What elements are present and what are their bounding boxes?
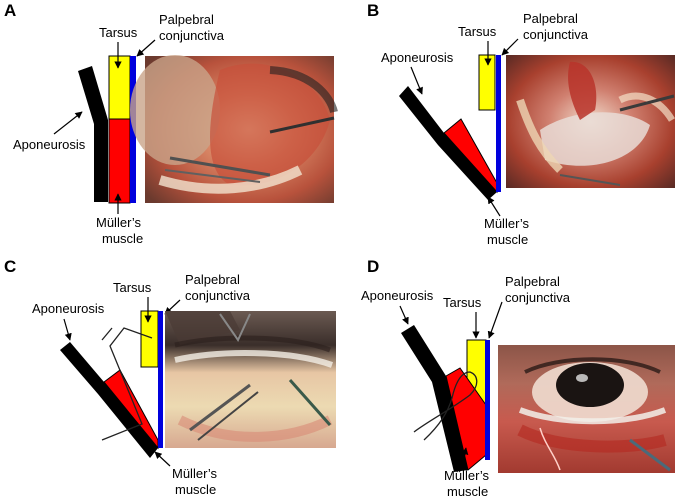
tarsus-label: Tarsus — [99, 25, 138, 40]
muller-label-line2: muscle — [102, 231, 143, 246]
conjunctiva-label-line1: Palpebral — [505, 274, 560, 289]
aponeurosis-label: Aponeurosis — [13, 137, 86, 152]
muller-label-line1: Müller’s — [172, 466, 218, 481]
muller-muscle-block — [108, 118, 131, 204]
conjunctiva-strip — [158, 311, 163, 448]
aponeurosis-shape — [78, 66, 108, 202]
panel-letter: B — [367, 1, 379, 20]
conjunctiva-label-line2: conjunctiva — [505, 290, 571, 305]
panel-letter: C — [4, 257, 16, 276]
tarsus-block — [140, 310, 159, 368]
conjunctiva-label-line2: conjunctiva — [523, 27, 589, 42]
conjunctiva-strip — [496, 55, 501, 192]
eyelid-diagram — [60, 310, 163, 458]
eyelid-diagram — [401, 325, 490, 472]
aponeurosis-shape — [399, 86, 497, 200]
panel-letter: A — [4, 1, 16, 20]
tarsus-label: Tarsus — [443, 295, 482, 310]
muller-label-line1: Müller’s — [96, 215, 142, 230]
aponeurosis-label: Aponeurosis — [381, 50, 454, 65]
muller-label-line2: muscle — [175, 482, 216, 497]
panel-d: D Aponeurosis Tarsus Palpebral conjuncti… — [361, 257, 675, 499]
tarsus-label: Tarsus — [113, 280, 152, 295]
aponeurosis-shape — [401, 325, 468, 472]
tarsus-block — [478, 54, 496, 111]
panel-a: A Tarsus Palpebral conjunctiva Aponeuros… — [4, 1, 338, 246]
aponeurosis-label: Aponeurosis — [32, 301, 105, 316]
surgical-photo — [498, 345, 675, 473]
muller-label-line2: muscle — [447, 484, 488, 499]
conjunctiva-label-line1: Palpebral — [159, 12, 214, 27]
eyelid-diagram — [399, 54, 501, 200]
conjunctiva-label-line1: Palpebral — [185, 272, 240, 287]
surgical-photo — [506, 55, 676, 188]
suture-thread — [101, 327, 153, 441]
conjunctiva-label-line2: conjunctiva — [185, 288, 251, 303]
panel-b: B Tarsus Palpebral conjunctiva Aponeuros… — [367, 1, 676, 247]
conjunctiva-label-line1: Palpebral — [523, 11, 578, 26]
surgical-photo — [165, 311, 336, 448]
surgical-photo — [130, 55, 338, 203]
conjunctiva-strip — [485, 340, 490, 460]
panel-letter: D — [367, 257, 379, 276]
aponeurosis-label: Aponeurosis — [361, 288, 434, 303]
tarsus-label: Tarsus — [458, 24, 497, 39]
suture-thread — [413, 371, 478, 441]
eyelid-diagram — [78, 55, 136, 204]
muller-label-line1: Müller’s — [444, 468, 490, 483]
muller-label-line2: muscle — [487, 232, 528, 247]
tarsus-block — [108, 55, 131, 120]
conjunctiva-label-line2: conjunctiva — [159, 28, 225, 43]
panel-c: C Tarsus Palpebral conjunctiva Aponeuros… — [4, 257, 336, 497]
muller-label-line1: Müller’s — [484, 216, 530, 231]
aponeurosis-shape — [60, 342, 158, 458]
